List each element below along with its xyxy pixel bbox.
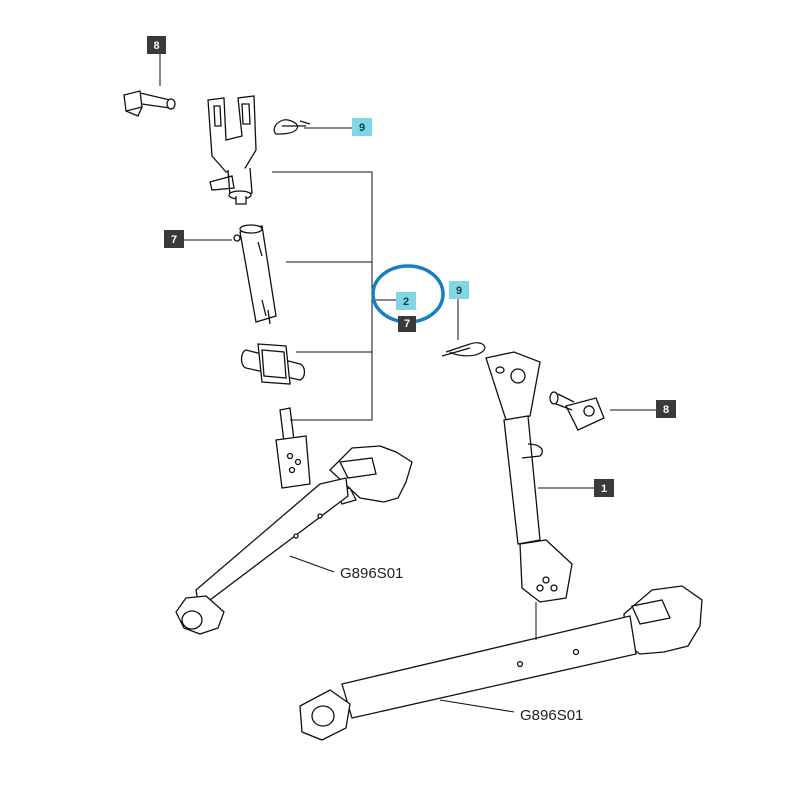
callout-2-text: 2: [403, 296, 409, 308]
callout-8-right: 8: [656, 400, 676, 418]
pin-part-top: [123, 90, 176, 117]
callout-1-text: 1: [601, 483, 607, 495]
right-lower-arm: [299, 585, 703, 741]
callout-9-mid: 9: [449, 281, 469, 299]
spring-clip-top: [273, 119, 311, 135]
callout-7-small: 7: [398, 316, 416, 332]
callout-7: 7: [164, 230, 184, 248]
bracket-part: [240, 343, 306, 385]
callout-8-top: 8: [147, 36, 166, 54]
tube-part: [233, 224, 277, 325]
clevis-part: [207, 95, 257, 205]
callout-1: 1: [594, 479, 614, 497]
left-link-rod: [275, 407, 311, 489]
spring-clip-mid: [441, 342, 486, 357]
callout-9-mid-text: 9: [456, 285, 462, 297]
callout-8-top-text: 8: [153, 40, 159, 52]
reference-left-arm: G896S01: [340, 565, 403, 582]
callout-2: 2: [396, 292, 416, 310]
callout-9-top: 9: [352, 118, 372, 136]
pin-part-right: [549, 391, 605, 431]
callout-8-right-text: 8: [663, 404, 669, 416]
reference-right-arm: G896S01: [520, 707, 583, 724]
left-lower-arm: [175, 445, 413, 635]
callout-7-text: 7: [171, 234, 177, 246]
right-top-link: [485, 351, 573, 603]
callout-7-small-text: 7: [404, 318, 410, 330]
callout-9-top-text: 9: [359, 122, 365, 134]
